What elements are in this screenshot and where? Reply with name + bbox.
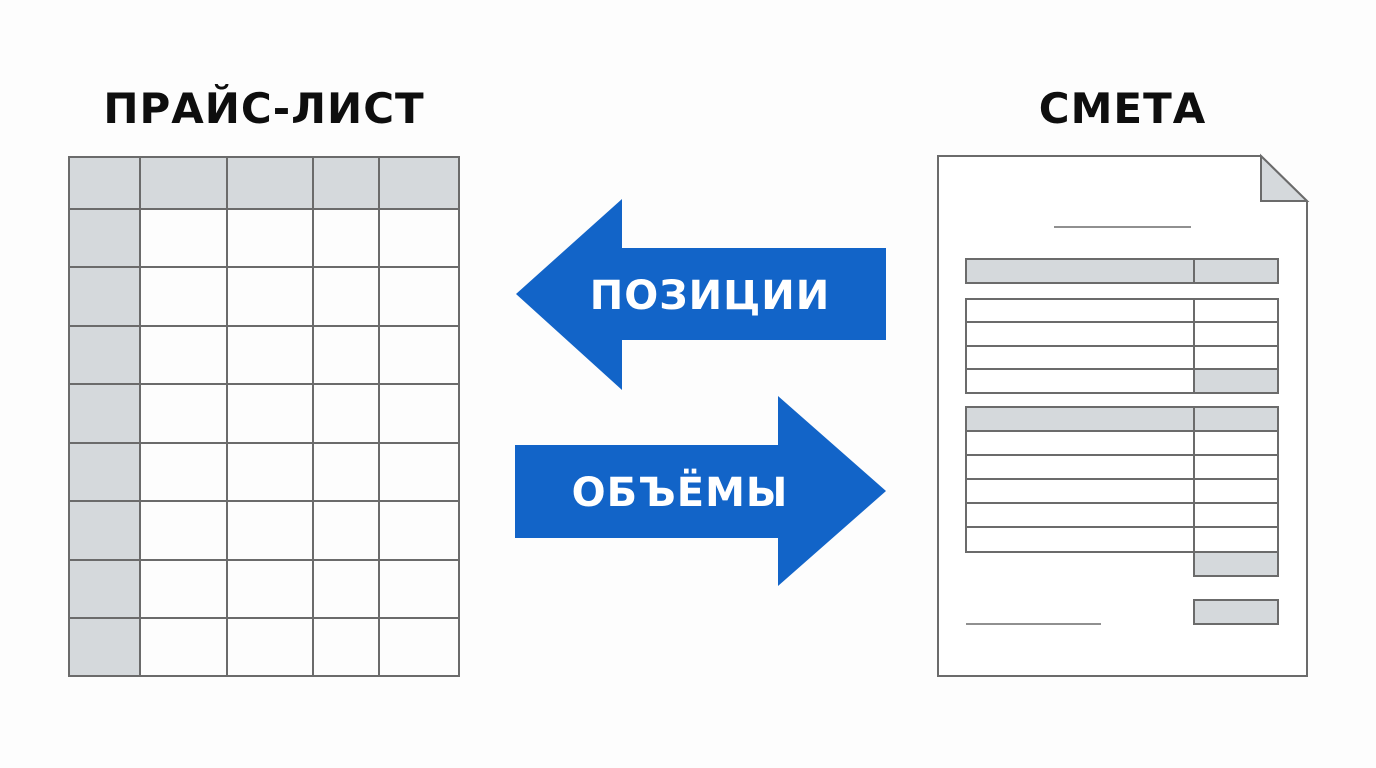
- price-list-table: [68, 156, 460, 677]
- arrow-right-icon: [515, 396, 886, 586]
- arrow-left-icon: [516, 199, 886, 390]
- estimate-title: СМЕТА: [1038, 84, 1207, 133]
- estimate-document: [937, 153, 1310, 677]
- price-list-title: ПРАЙС-ЛИСТ: [103, 84, 425, 133]
- volumes-label: ОБЪЁМЫ: [571, 470, 789, 516]
- positions-label: ПОЗИЦИИ: [589, 273, 831, 319]
